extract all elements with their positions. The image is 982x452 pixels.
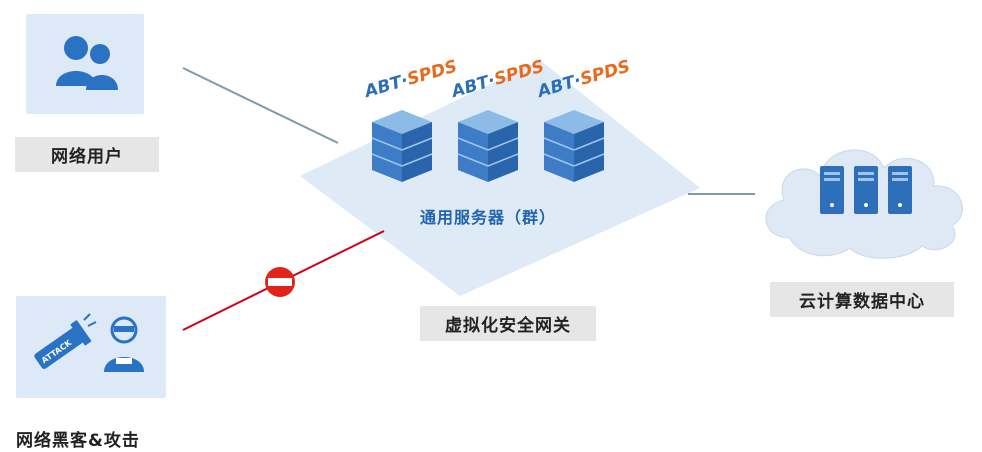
cloud-server-1 bbox=[820, 166, 844, 214]
users-icon bbox=[56, 36, 118, 90]
no-entry-icon bbox=[265, 267, 295, 297]
server-stack-1 bbox=[371, 110, 433, 182]
user-connection-line bbox=[182, 67, 339, 144]
virtual-gateway-label: 虚拟化安全网关 bbox=[420, 306, 596, 341]
server-group-label: 通用服务器（群） bbox=[420, 208, 557, 227]
gateway-diamond bbox=[300, 60, 700, 296]
hackers-attack-label: 网络黑客&攻击 bbox=[16, 431, 140, 451]
network-users-label: 网络用户 bbox=[15, 137, 159, 172]
hacker-tile: ATTACK bbox=[16, 296, 166, 398]
cloud-server-2 bbox=[854, 166, 878, 214]
server-stack-2 bbox=[457, 110, 519, 182]
hacker-icon bbox=[104, 316, 144, 372]
server-stack-3 bbox=[543, 110, 605, 182]
cloud-datacenter-label: 云计算数据中心 bbox=[770, 282, 954, 317]
users-tile bbox=[26, 14, 144, 114]
cloud-server-3 bbox=[888, 166, 912, 214]
attack-ram-icon: ATTACK bbox=[34, 313, 97, 369]
